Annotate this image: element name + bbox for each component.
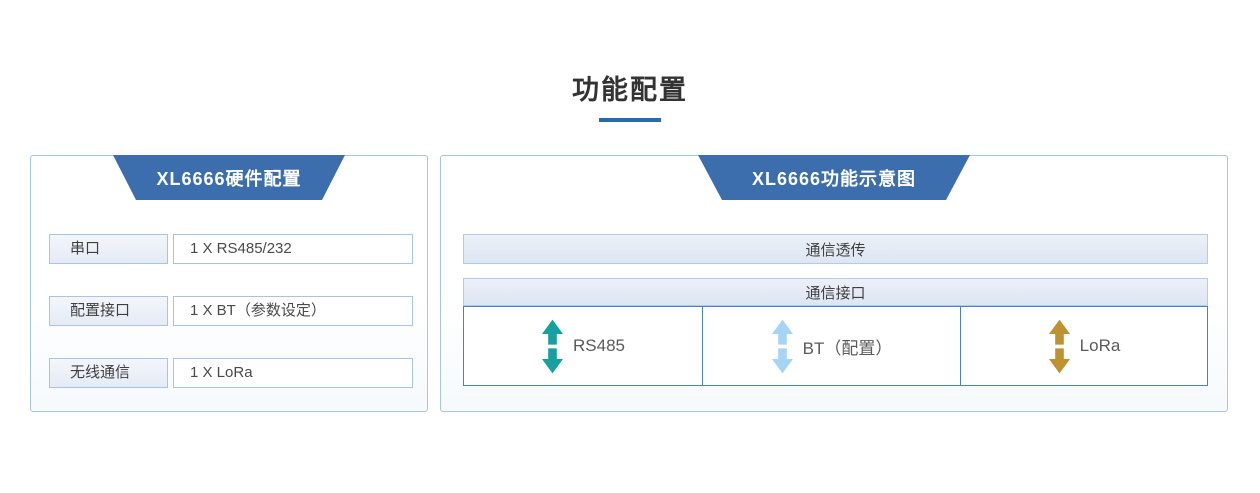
hardware-row-value: 1 X RS485/232 [173, 234, 413, 264]
interface-cell-label: LoRa [1079, 336, 1121, 355]
interface-cell-label: RS485 [573, 336, 625, 355]
hardware-row-label: 配置接口 [49, 296, 168, 326]
function-diagram-header-label: XL6666功能示意图 [751, 168, 917, 189]
hardware-row-value: 1 X BT（参数设定） [173, 296, 413, 326]
hardware-row-config-interface: 配置接口 1 X BT（参数设定） [49, 296, 413, 326]
page-title-block: 功能配置 [0, 68, 1260, 122]
hardware-config-header-label: XL6666硬件配置 [156, 168, 302, 189]
double-vertical-arrow-icon [541, 319, 564, 373]
interface-cell-bt: BT（配置） [702, 307, 961, 385]
function-diagram-header: XL6666功能示意图 [698, 155, 970, 200]
function-diagram-panel: XL6666功能示意图 通信透传 通信接口 RS485 [440, 155, 1228, 412]
interface-table-header: 通信接口 [463, 278, 1208, 306]
double-vertical-arrow-icon [771, 319, 793, 373]
hardware-row-wireless: 无线通信 1 X LoRa [49, 358, 413, 388]
interface-cell-label: BT（配置） [802, 338, 893, 358]
hardware-row-value: 1 X LoRa [173, 358, 413, 388]
hardware-row-serial: 串口 1 X RS485/232 [49, 234, 413, 264]
interface-cell-rs485: RS485 [464, 307, 702, 385]
hardware-config-panel: XL6666硬件配置 串口 1 X RS485/232 配置接口 1 X BT（… [30, 155, 428, 412]
page-title: 功能配置 [572, 75, 688, 105]
interface-table-body: RS485 BT（配置） LoRa [463, 306, 1208, 386]
hardware-config-header: XL6666硬件配置 [113, 155, 345, 200]
hardware-row-label: 串口 [49, 234, 168, 264]
passthrough-bar: 通信透传 [463, 234, 1208, 264]
title-underline [599, 118, 661, 122]
interface-cell-lora: LoRa [961, 307, 1207, 385]
hardware-row-label: 无线通信 [49, 358, 168, 388]
double-vertical-arrow-icon [1048, 319, 1070, 373]
